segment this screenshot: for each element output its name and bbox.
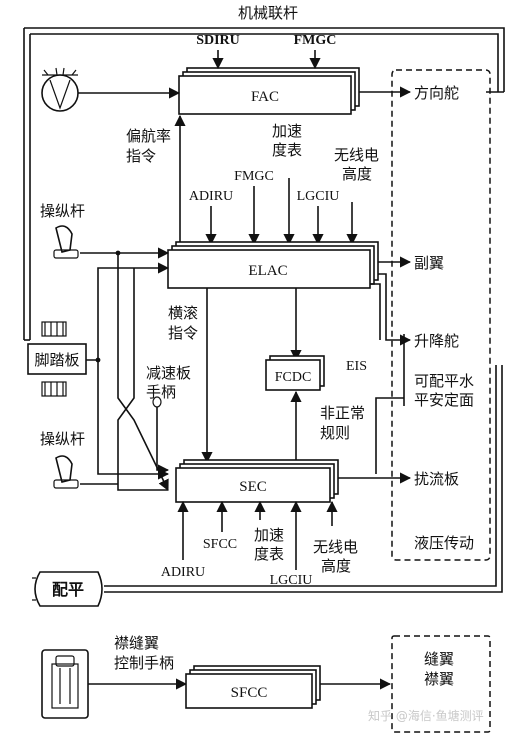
pedals-icon [27,321,87,397]
adiru-top-label: ADIRU [189,189,233,204]
abnormal-law-label: 非正常规则 [320,404,365,442]
spoilers-label: 扰流板 [414,470,459,488]
adiru-bottom-label: ADIRU [161,565,205,580]
sfcc-block: SFCC [185,665,321,709]
roll-cmd-label: 横滚指令 [168,304,198,342]
accelerometer-top-label: 加速度表 [272,122,302,159]
slats-flaps-label: 缝翼襟翼 [424,650,454,688]
sdiru-label: SDIRU [196,33,240,48]
trim-wheel-icon [32,571,103,607]
lgciu-bottom-label: LGCIU [270,573,313,588]
aileron-label: 副翼 [414,254,444,272]
slats-flaps-box [391,635,491,733]
eis-label: EIS [346,359,367,374]
accelerometer-bottom-label: 加速度表 [254,526,284,563]
hydraulic-box [391,69,491,561]
trim-label: 配平 [52,580,84,599]
pedals-label: 脚踏板 [34,351,79,369]
lgciu-top-label: LGCIU [297,189,340,204]
fcdc-label: FCDC [275,370,312,385]
sec-block: SEC [175,459,339,503]
sidestick-top-label: 操纵杆 [40,202,85,220]
flap-lever-icon [41,649,89,719]
elac-block: ELAC [167,241,379,289]
mechanical-linkage-label: 机械联杆 [238,4,298,22]
fmgc-mid-label: FMGC [234,169,274,184]
radio-alt-top-label: 无线电高度 [334,146,379,183]
sec-label: SEC [239,479,267,495]
flap-lever-label: 襟缝翼控制手柄 [114,634,174,672]
elevator-label: 升降舵 [414,332,459,350]
hydraulic-label: 液压传动 [414,534,474,552]
rudder-trim-icon [41,67,79,112]
elac-label: ELAC [248,263,287,279]
sfcc-bottom-label: SFCC [231,685,268,701]
speedbrake-handle-label: 减速板手柄 [146,364,191,401]
fmgc-top-label: FMGC [294,33,337,48]
radio-alt-bottom-label: 无线电高度 [313,538,358,575]
fac-block: FAC [178,67,360,115]
watermark: 知乎 @海信·鱼塘测评 [368,708,484,723]
fcdc-block: FCDC [265,355,325,391]
sidestick-bottom-label: 操纵杆 [40,430,85,448]
yaw-rate-cmd-label: 偏航率指令 [126,127,171,165]
rudder-label: 方向舵 [414,84,459,102]
sidestick-top-icon [53,225,79,259]
sfcc-mid-label: SFCC [203,537,237,552]
mechanical-linkage-loop [23,27,505,593]
fac-label: FAC [251,89,279,105]
sidestick-bottom-icon [53,455,79,489]
ths-label: 可配平水平安定面 [414,372,474,409]
speedbrake-handle-icon [152,396,162,426]
